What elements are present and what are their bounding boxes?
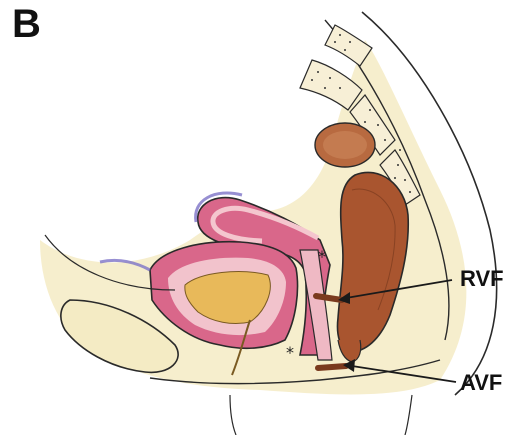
asterisk-upper: * [318,247,326,266]
asterisk-lower: * [286,343,294,362]
anovaginal-fistula-tract [318,366,346,368]
label-avf: AVF [460,370,502,395]
rectovaginal-fistula-tract [316,296,342,300]
label-rvf: RVF [460,266,504,291]
